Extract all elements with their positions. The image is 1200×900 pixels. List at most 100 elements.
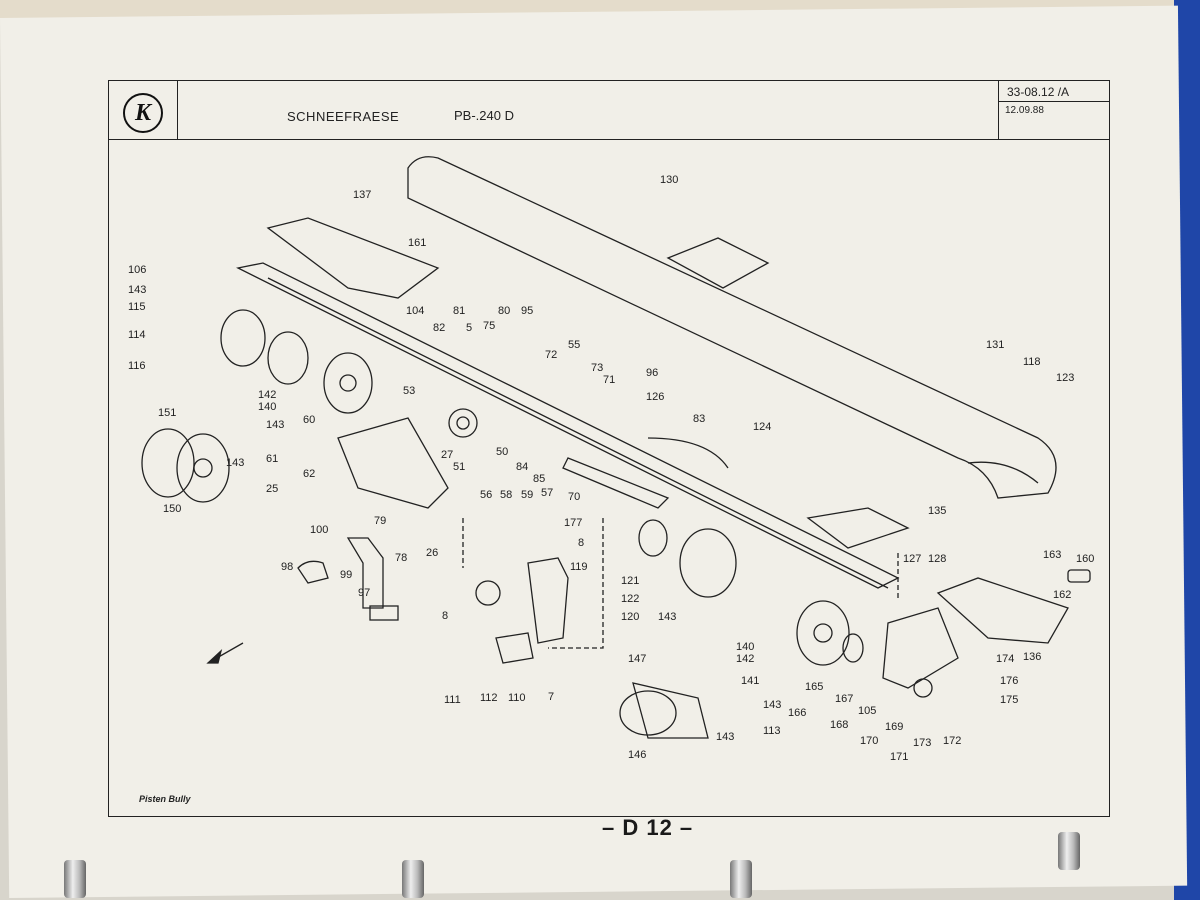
callout-81: 81 (453, 305, 465, 317)
kaessbohrer-logo: K (123, 93, 163, 133)
logo-cell: K (109, 81, 178, 139)
document-date: 12.09.88 (1005, 105, 1044, 116)
callout-163: 163 (1043, 549, 1061, 561)
callout-142: 142 (736, 653, 754, 665)
callout-166: 166 (788, 707, 806, 719)
callout-96: 96 (646, 367, 658, 379)
callout-172: 172 (943, 735, 961, 747)
drawing-frame: K SCHNEEFRAESE PB-.240 D 33-08.12 /A 12.… (108, 80, 1110, 817)
plate-110 (495, 632, 534, 664)
callout-165: 165 (805, 681, 823, 693)
clamp-98 (297, 560, 329, 584)
binder-ring (64, 860, 86, 898)
callout-79: 79 (374, 515, 386, 527)
binder-ring (1058, 832, 1080, 870)
callout-114: 114 (128, 329, 146, 341)
callout-121: 121 (621, 575, 639, 587)
callout-8: 8 (578, 537, 584, 549)
callout-100: 100 (310, 524, 328, 536)
drive-shaft-83 (562, 457, 670, 509)
callout-171: 171 (890, 751, 908, 763)
callout-80: 80 (498, 305, 510, 317)
callout-137: 137 (353, 189, 371, 201)
callout-143: 143 (716, 731, 734, 743)
callout-56: 56 (480, 489, 492, 501)
gearbox-25 (337, 417, 449, 509)
tiller-rotor-left (220, 309, 373, 414)
model-number: PB-.240 D (454, 108, 514, 123)
binder-ring (402, 860, 424, 898)
callout-59: 59 (521, 489, 533, 501)
callout-130: 130 (660, 174, 678, 186)
callout-70: 70 (568, 491, 580, 503)
callout-27: 27 (441, 449, 453, 461)
callout-135: 135 (928, 505, 946, 517)
callout-84: 84 (516, 461, 528, 473)
tiller-beam (236, 262, 900, 589)
document-number-cell: 33-08.12 /A 12.09.88 (998, 81, 1109, 139)
callout-5: 5 (466, 322, 472, 334)
flange-8 (475, 580, 501, 606)
callout-140: 140 (736, 641, 754, 653)
part-160 (1067, 569, 1091, 583)
callout-115: 115 (128, 301, 146, 313)
callout-168: 168 (830, 719, 848, 731)
callout-99: 99 (340, 569, 352, 581)
callout-53: 53 (403, 385, 415, 397)
callout-83: 83 (693, 413, 705, 425)
skid-plate-135 (806, 507, 910, 549)
callout-106: 106 (128, 264, 146, 276)
skid-plate-136 (936, 577, 1069, 644)
callout-119: 119 (570, 561, 588, 573)
callout-26: 26 (426, 547, 438, 559)
callout-160: 160 (1076, 553, 1094, 565)
callout-82: 82 (433, 322, 445, 334)
callout-55: 55 (568, 339, 580, 351)
drum-150 (141, 428, 230, 503)
guard-plate-137 (266, 217, 440, 299)
callout-175: 175 (1000, 694, 1018, 706)
hood-vent (666, 237, 770, 289)
document-number: 33-08.12 /A (1007, 85, 1070, 99)
callout-127: 127 (903, 553, 921, 565)
callout-116: 116 (128, 360, 146, 372)
callout-7: 7 (548, 691, 554, 703)
callout-95: 95 (521, 305, 533, 317)
callout-110: 110 (508, 692, 526, 704)
callout-146: 146 (628, 749, 646, 761)
callout-173: 173 (913, 737, 931, 749)
callout-124: 124 (753, 421, 771, 433)
callout-118: 118 (1023, 356, 1041, 368)
callout-104: 104 (406, 305, 424, 317)
callout-120: 120 (621, 611, 639, 623)
callout-161: 161 (408, 237, 426, 249)
callout-85: 85 (533, 473, 545, 485)
callout-122: 122 (621, 593, 639, 605)
callout-143: 143 (658, 611, 676, 623)
callout-147: 147 (628, 653, 646, 665)
callout-123: 123 (1056, 372, 1074, 384)
callout-105: 105 (858, 705, 876, 717)
callout-58: 58 (500, 489, 512, 501)
callout-128: 128 (928, 553, 946, 565)
bearing-27 (448, 408, 478, 438)
cell-divider (999, 101, 1109, 102)
callout-51: 51 (453, 461, 465, 473)
callout-50: 50 (496, 446, 508, 458)
callout-60: 60 (303, 414, 315, 426)
callout-140: 140 (258, 401, 276, 413)
callout-8: 8 (442, 610, 448, 622)
callout-174: 174 (996, 653, 1014, 665)
tiller-rotor-right (638, 519, 864, 666)
callout-150: 150 (163, 503, 181, 515)
binder-ring (730, 860, 752, 898)
callout-136: 136 (1023, 651, 1041, 663)
callout-170: 170 (860, 735, 878, 747)
callout-151: 151 (158, 407, 176, 419)
end-housing-174 (882, 607, 959, 689)
exploded-parts-drawing: 137 161 130 106 143 115 114 116 104 81 8… (128, 156, 1094, 763)
callout-177: 177 (564, 517, 582, 529)
callout-126: 126 (646, 391, 664, 403)
callout-78: 78 (395, 552, 407, 564)
callout-131: 131 (986, 339, 1004, 351)
